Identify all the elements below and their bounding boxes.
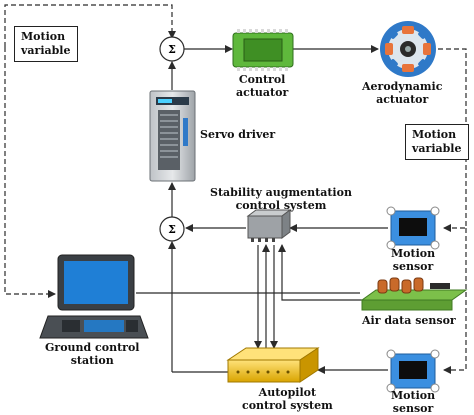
servo-driver-label: Servo driver xyxy=(200,128,276,141)
motion-sensor-1-label: Motion sensor xyxy=(391,247,436,273)
stability-augmentation-label: Stability augmentation control system xyxy=(210,186,352,212)
motion-sensor-1-icon xyxy=(386,206,440,250)
ground-control-station-label: Ground control station xyxy=(45,341,140,367)
sum-junction-mid: Σ xyxy=(159,216,185,242)
aerodynamic-actuator-icon xyxy=(380,21,436,77)
servo-driver-icon xyxy=(149,90,196,182)
motion-variable-right-label: Motion variable xyxy=(405,124,469,160)
dashed-aero-right xyxy=(438,48,467,232)
laptop-icon xyxy=(39,254,149,339)
dashed-right-down xyxy=(443,228,467,374)
dashed-feedback-left xyxy=(4,47,56,298)
motion-sensor-2-label: Motion sensor xyxy=(391,389,436,415)
stability-augmentation-icon xyxy=(246,209,292,242)
air-data-sensor-label: Air data sensor xyxy=(362,314,456,327)
dashed-top-line xyxy=(4,4,176,47)
motion-sensor-2-icon xyxy=(386,349,440,393)
autopilot-label: Autopilot control system xyxy=(242,386,333,412)
connections xyxy=(4,4,467,374)
motion-variable-left-label: Motion variable xyxy=(14,26,78,62)
sum-junction-top: Σ xyxy=(159,36,185,62)
autopilot-icon xyxy=(226,347,320,383)
control-actuator-label: Control actuator xyxy=(236,73,289,99)
sum-mid-symbol: Σ xyxy=(168,223,176,236)
line-airdata-to-stability xyxy=(278,244,362,301)
air-data-sensor-icon xyxy=(360,277,468,311)
control-actuator-icon xyxy=(232,29,294,71)
aerodynamic-actuator-label: Aerodynamic actuator xyxy=(362,80,443,106)
sum-top-symbol: Σ xyxy=(168,43,176,56)
